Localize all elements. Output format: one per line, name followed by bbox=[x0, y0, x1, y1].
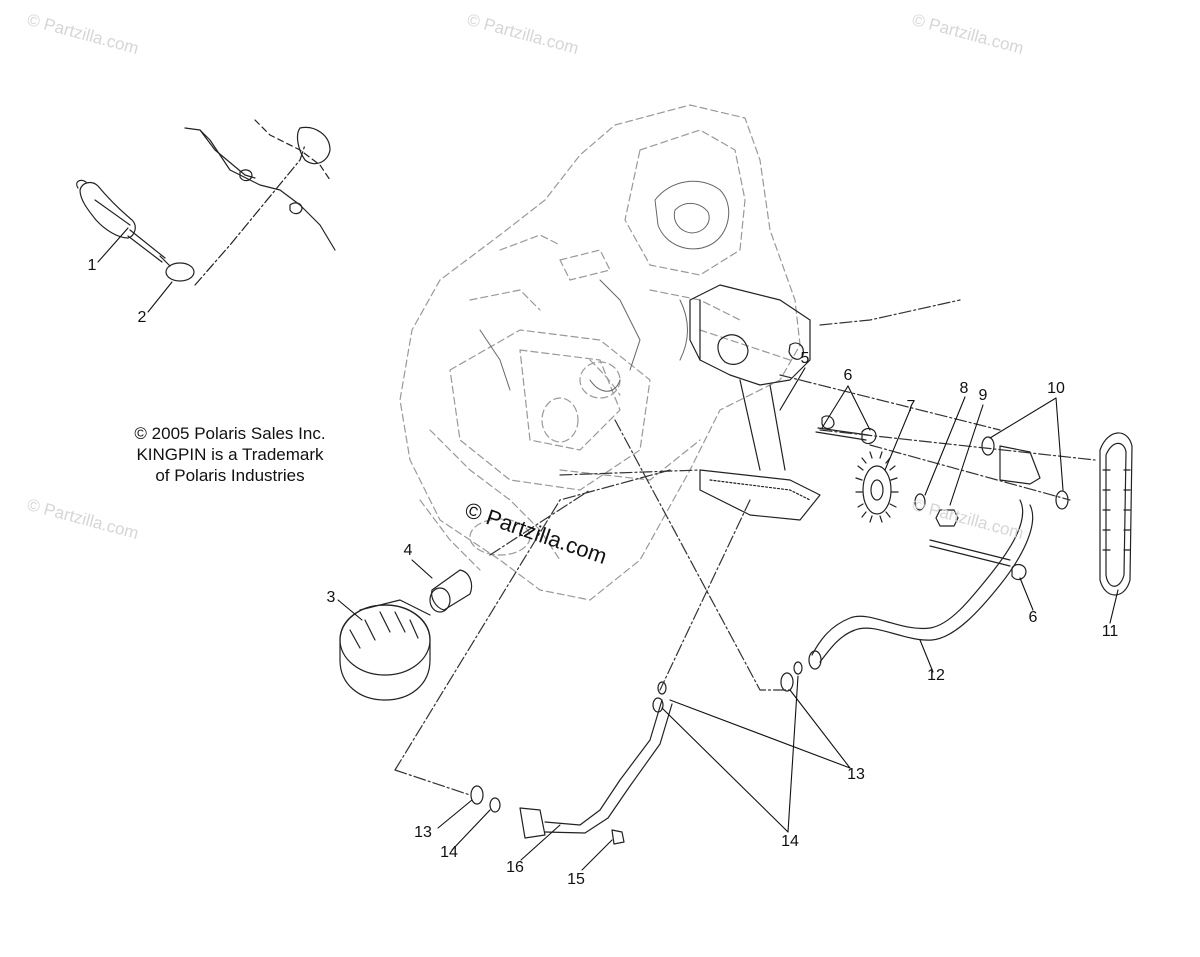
copyright-line-2: KINGPIN is a Trademark bbox=[136, 445, 324, 464]
callout-leaders bbox=[97, 227, 1119, 871]
callout-11: 11 bbox=[1101, 623, 1119, 640]
engine-details bbox=[479, 180, 730, 392]
callout-14-left: 14 bbox=[440, 844, 458, 861]
oil-pump-part-5 bbox=[689, 284, 821, 521]
dipstick-assembly-line bbox=[194, 144, 306, 286]
callout-15: 15 bbox=[567, 871, 585, 888]
washer-part-14-right bbox=[793, 661, 803, 675]
engine-crankcase bbox=[399, 104, 801, 601]
plug-part-15 bbox=[611, 829, 625, 845]
callout-14-right: 14 bbox=[781, 833, 799, 850]
callout-4: 4 bbox=[403, 542, 413, 559]
callout-12: 12 bbox=[927, 667, 945, 684]
bolt-part-6-lower bbox=[929, 539, 1027, 581]
callout-2: 2 bbox=[137, 309, 147, 326]
callout-1: 1 bbox=[87, 257, 97, 274]
washer-part-8 bbox=[914, 493, 926, 511]
fitting-part-4 bbox=[429, 569, 473, 613]
callout-13-left: 13 bbox=[414, 824, 432, 841]
washer-part-14-left bbox=[489, 797, 501, 813]
callout-3: 3 bbox=[326, 589, 336, 606]
callout-5: 5 bbox=[800, 350, 810, 367]
oil-line-part-12 bbox=[808, 499, 1034, 670]
bolt-part-6 bbox=[815, 415, 877, 445]
callout-9: 9 bbox=[978, 387, 988, 404]
fitting-part-10 bbox=[981, 436, 1069, 510]
copyright-line-3: of Polaris Industries bbox=[155, 466, 305, 485]
washer-part-13-left bbox=[470, 785, 484, 805]
callout-7: 7 bbox=[906, 398, 916, 415]
copyright-notice: © 2005 Polaris Sales Inc. KINGPIN is a T… bbox=[110, 423, 350, 486]
o-ring-part-2 bbox=[165, 262, 195, 282]
sprocket-part-7 bbox=[855, 451, 899, 523]
callout-6-lower: 6 bbox=[1028, 609, 1038, 626]
oil-line-part-16 bbox=[519, 681, 673, 839]
chain-part-11 bbox=[1099, 432, 1133, 596]
assembly-lines bbox=[394, 299, 1096, 796]
callout-6-upper: 6 bbox=[843, 367, 853, 384]
copyright-line-1: © 2005 Polaris Sales Inc. bbox=[134, 424, 326, 443]
nut-part-9 bbox=[935, 509, 959, 527]
callout-13-right: 13 bbox=[847, 766, 865, 783]
oil-filter-part-3 bbox=[339, 599, 431, 701]
dipstick-part-1 bbox=[76, 179, 171, 267]
washer-part-13-right bbox=[780, 672, 794, 692]
callout-16: 16 bbox=[506, 859, 524, 876]
callout-8: 8 bbox=[959, 380, 969, 397]
callout-10: 10 bbox=[1047, 380, 1065, 397]
engine-top-fragment bbox=[184, 119, 336, 251]
